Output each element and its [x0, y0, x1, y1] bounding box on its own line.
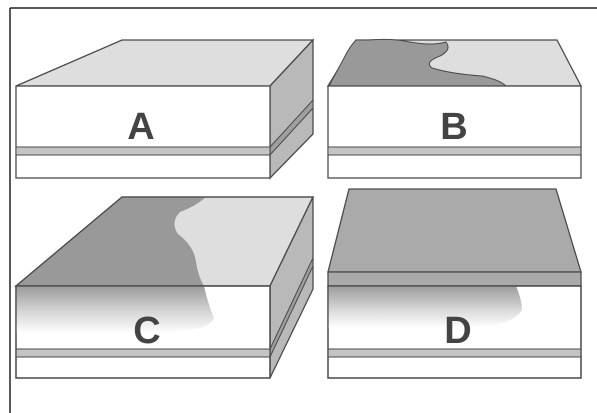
- panel-a-thin-layer: [15, 146, 271, 156]
- panel-d-label: D: [444, 310, 471, 352]
- panel-b-stain: [329, 38, 508, 87]
- panel-b-front-face: [327, 85, 582, 179]
- panel-b-thin-layer: [327, 146, 582, 156]
- figure-frame: [9, 7, 597, 413]
- panel-a-label: A: [127, 106, 154, 148]
- panel-c: C: [14, 196, 315, 379]
- panel-a: A: [15, 38, 315, 180]
- panel-c-stain-front: [16, 286, 214, 334]
- panel-d-stain-front: [328, 286, 522, 328]
- panel-d: D: [327, 188, 582, 379]
- panel-c-stain-top: [16, 197, 206, 286]
- panel-c-label: C: [133, 310, 160, 352]
- panel-a-top-face: [15, 39, 315, 87]
- panel-d-upper-band: [327, 271, 582, 287]
- panel-d-top-face: [327, 188, 582, 273]
- panel-b-label: B: [440, 106, 467, 148]
- panel-a-front-face: [15, 85, 271, 179]
- panel-b: B: [326, 38, 583, 179]
